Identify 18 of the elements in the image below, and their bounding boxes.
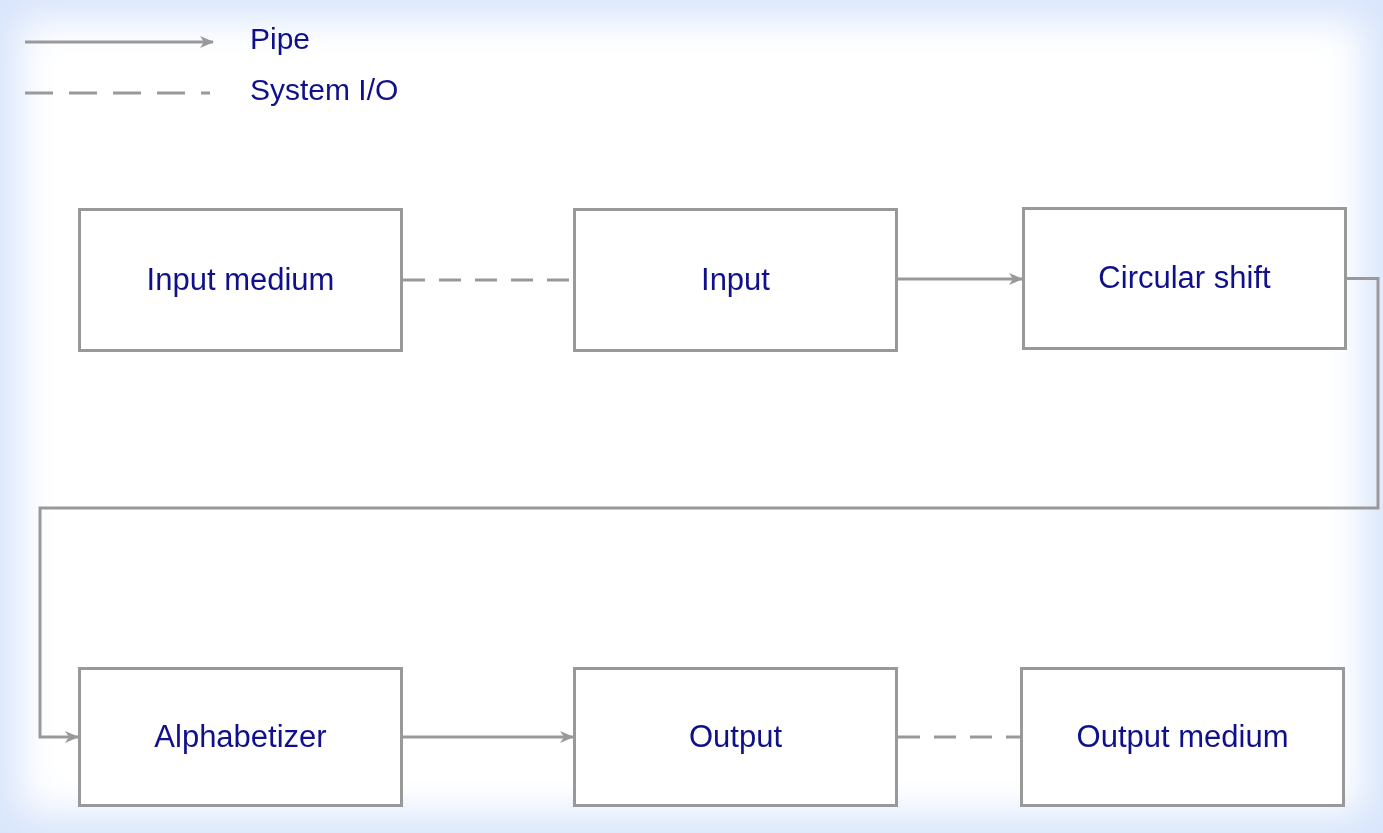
connector-line bbox=[898, 735, 1020, 739]
process-box bbox=[78, 208, 403, 352]
box-label: Output bbox=[687, 717, 784, 756]
box-label: Input medium bbox=[145, 260, 336, 299]
process-box bbox=[1022, 207, 1347, 350]
process-box bbox=[573, 667, 898, 807]
process-box bbox=[573, 208, 898, 352]
box-label: Alphabetizer bbox=[153, 717, 328, 756]
box-label: Output medium bbox=[1075, 717, 1290, 756]
arrow bbox=[403, 731, 574, 743]
legend-label: System I/O bbox=[250, 73, 399, 107]
box-label: Input bbox=[700, 260, 771, 299]
legend-label: Pipe bbox=[250, 22, 311, 56]
arrow bbox=[38, 277, 1380, 743]
process-box bbox=[1020, 667, 1345, 807]
box-label: Circular shift bbox=[1097, 259, 1272, 298]
arrow bbox=[898, 273, 1023, 285]
process-box bbox=[78, 667, 403, 807]
